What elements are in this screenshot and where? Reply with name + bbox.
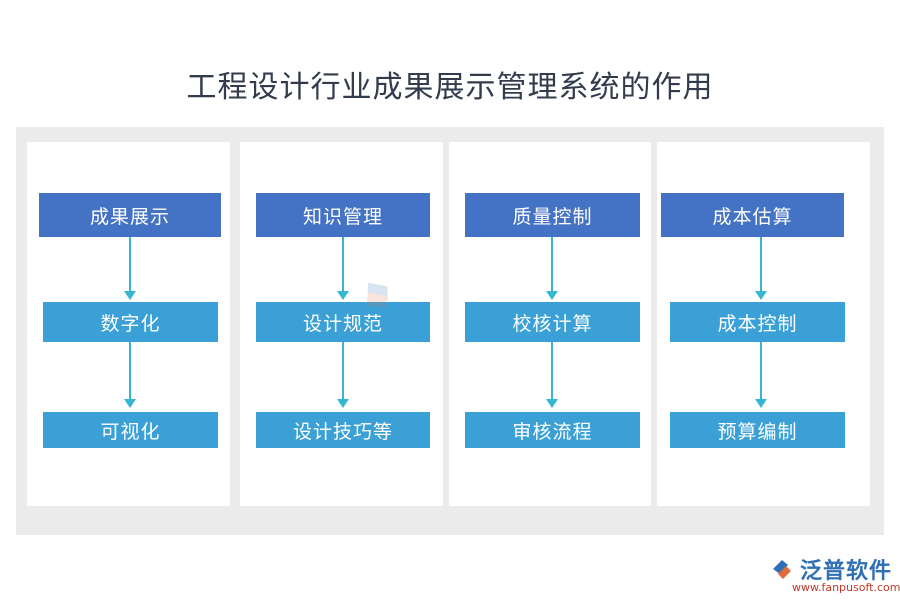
arrow-2a [337, 237, 349, 300]
watermark-logo [346, 268, 445, 383]
header-box-3: 质量控制 [465, 193, 640, 237]
header-box-2: 知识管理 [256, 193, 430, 237]
brand-logo: 泛普软件 [770, 553, 892, 585]
step-box-1-1: 数字化 [43, 302, 218, 342]
step-box-4-2: 预算编制 [670, 412, 845, 448]
arrow-1b [124, 342, 136, 408]
brand-mark-icon [773, 560, 791, 579]
watermark-mark-icon [366, 282, 388, 308]
step-box-4-1: 成本控制 [670, 302, 845, 342]
arrow-1a [124, 237, 136, 300]
arrow-4a [755, 237, 767, 300]
step-box-2-1: 设计规范 [256, 302, 430, 342]
header-box-1: 成果展示 [39, 193, 221, 237]
step-box-3-1: 校核计算 [465, 302, 640, 342]
brand-name: 泛普软件 [800, 559, 893, 584]
step-box-2-2: 设计技巧等 [256, 412, 430, 448]
arrow-3a [546, 237, 558, 300]
header-box-4: 成本估算 [661, 193, 844, 237]
step-box-1-2: 可视化 [43, 412, 218, 448]
step-box-3-2: 审核流程 [465, 412, 640, 448]
arrow-3b [546, 342, 558, 408]
page-title: 工程设计行业成果展示管理系统的作用 [186, 70, 714, 105]
arrow-2b [337, 342, 349, 408]
brand-url: www.fanpusoft.com [792, 581, 900, 594]
arrow-4b [755, 342, 767, 408]
